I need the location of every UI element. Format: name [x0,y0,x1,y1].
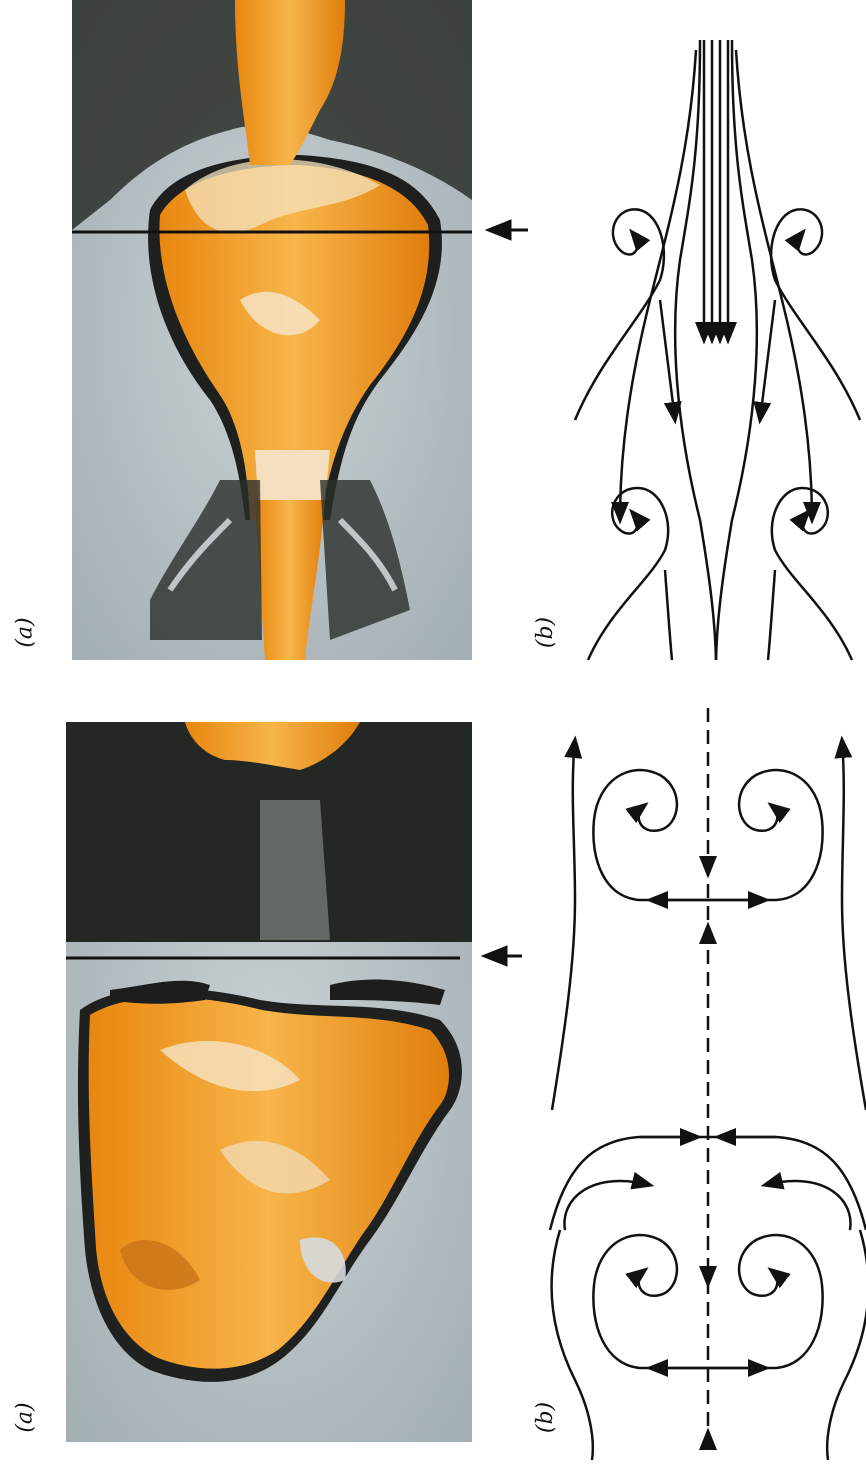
bottom-flame-photo [66,722,472,1442]
top-flame-photo [72,0,472,660]
top-flow-diagram [575,40,860,660]
bottom-flow-diagram [550,708,866,1460]
